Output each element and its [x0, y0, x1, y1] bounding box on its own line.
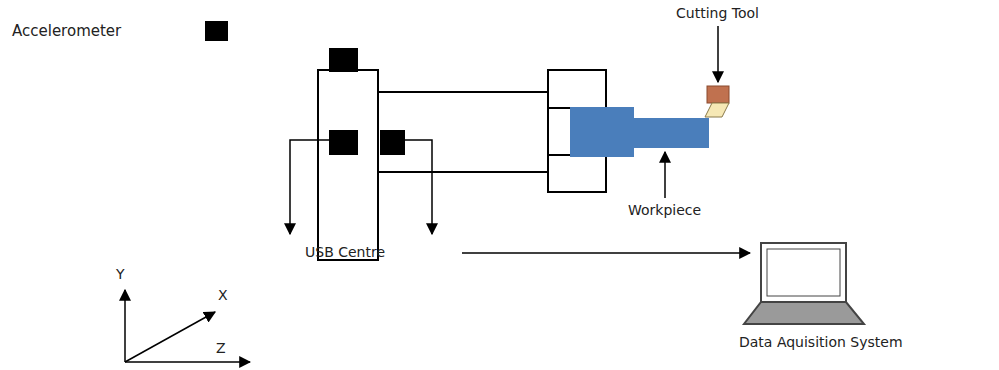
laptop-screen: [761, 243, 846, 302]
cable-line: [405, 140, 432, 234]
axis-label: Y: [116, 266, 125, 283]
workpiece-large: [570, 107, 634, 157]
laptop-base: [744, 302, 864, 324]
device-label: Data Aquisition System: [739, 334, 903, 351]
workpiece-small: [634, 118, 709, 148]
accelerometer: [380, 130, 405, 155]
accelerometer: [329, 130, 358, 155]
legend-swatch: [205, 21, 228, 41]
part-label: Workpiece: [628, 202, 701, 219]
part-label: Cutting Tool: [676, 5, 759, 22]
laptop-screen-inner: [767, 249, 840, 296]
legend-text: Accelerometer: [12, 22, 121, 40]
usb-link-arrow: [462, 252, 750, 254]
axis-arrow: [125, 312, 215, 362]
accelerometer: [329, 48, 358, 72]
chuck-jaw: [548, 70, 606, 108]
leader-arrow: [717, 26, 719, 82]
cable-line: [290, 140, 329, 234]
axis-label: Z: [216, 340, 226, 357]
part-label: USB Centre: [305, 244, 385, 261]
axis-arrow: [124, 290, 126, 362]
lathe-bed: [378, 92, 548, 172]
chuck-jaw: [548, 155, 606, 192]
leader-arrow: [664, 152, 666, 198]
tool-insert: [705, 103, 729, 117]
axis-label: X: [218, 287, 228, 304]
axis-arrow: [125, 361, 250, 363]
tool-holder: [707, 86, 729, 103]
headstock: [318, 70, 378, 260]
